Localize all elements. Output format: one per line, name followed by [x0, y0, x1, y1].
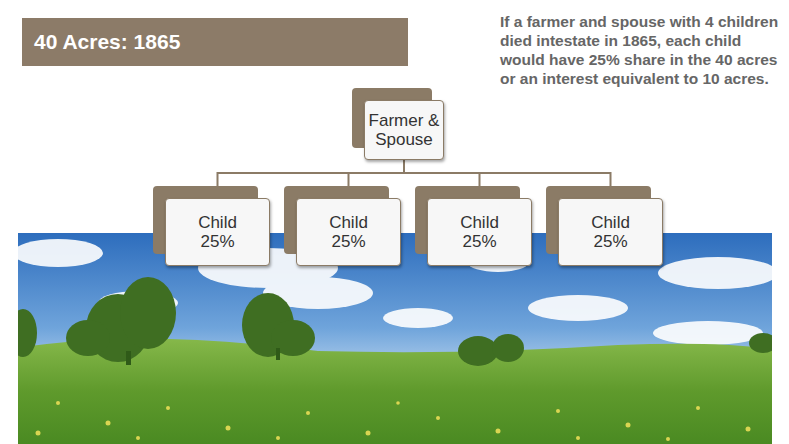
tree-connector: [349, 160, 405, 186]
tree-connector: [404, 160, 611, 186]
node-label: Child 25%: [319, 213, 379, 251]
node-label: Child 25%: [450, 213, 510, 251]
child-box: Child 25%: [546, 186, 663, 266]
node-label: Farmer & Spouse: [366, 111, 442, 149]
title: 40 Acres: 1865: [22, 18, 408, 66]
explanation-note: If a farmer and spouse with 4 children d…: [500, 12, 782, 88]
node-label: Child 25%: [581, 213, 641, 251]
child-box: Child 25%: [153, 186, 270, 266]
tree-connector: [218, 160, 405, 186]
title-bar: 40 Acres: 1865: [22, 18, 408, 66]
parent-box: Farmer & Spouse: [352, 88, 444, 160]
child-box: Child 25%: [415, 186, 532, 266]
child-box: Child 25%: [284, 186, 401, 266]
node-label: Child 25%: [188, 213, 248, 251]
